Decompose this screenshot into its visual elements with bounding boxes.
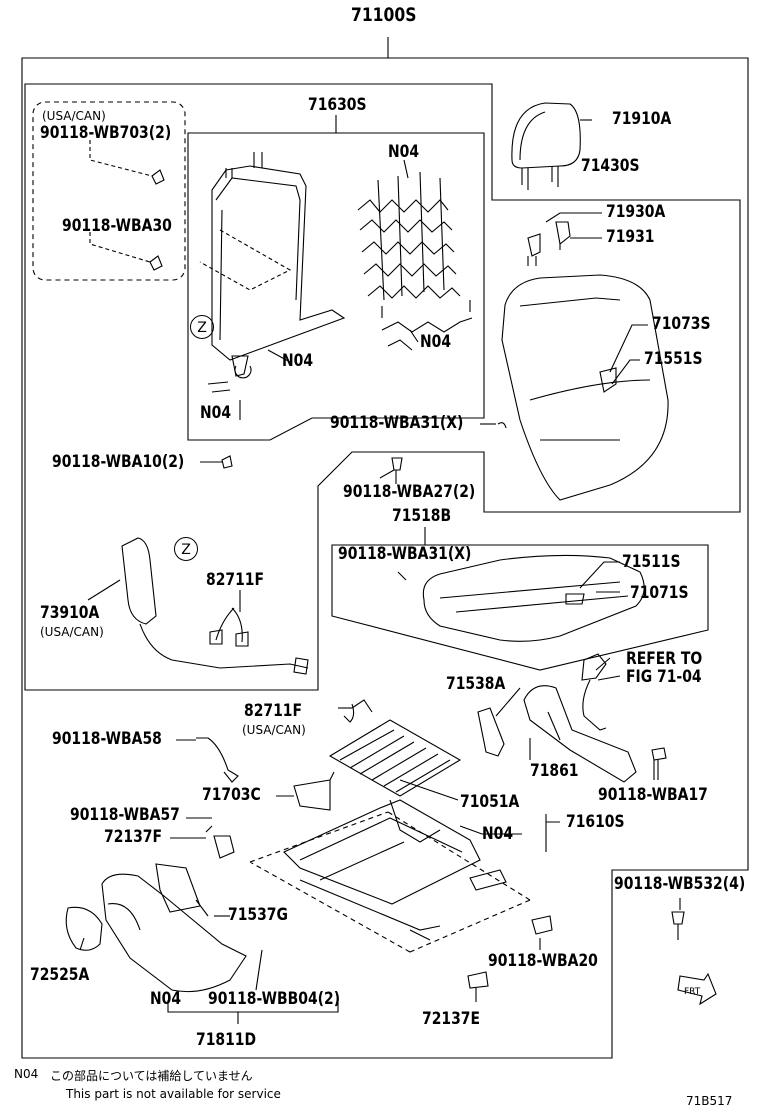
wire-82711f bbox=[343, 703, 355, 723]
note-code: N04 bbox=[14, 1067, 39, 1081]
part-90118-wba27: 90118-WBA27(2) bbox=[343, 482, 476, 502]
part-72525a: 72525A bbox=[30, 965, 90, 985]
n04-label-c: N04 bbox=[420, 332, 452, 352]
base-outline bbox=[249, 811, 531, 953]
part-71538a: 71538A bbox=[446, 674, 506, 694]
usa-can-note-3: (USA/CAN) bbox=[242, 723, 306, 737]
n04-label-d: N04 bbox=[200, 403, 232, 423]
connector-wba58 bbox=[196, 737, 239, 783]
bracket-drawing bbox=[477, 707, 505, 757]
z-marker-2: Z bbox=[174, 537, 198, 561]
part-90118-wba31-a: 90118-WBA31(X) bbox=[330, 413, 464, 433]
note-english: This part is not available for service bbox=[66, 1087, 281, 1101]
main-assembly-label: 71100S bbox=[351, 4, 417, 26]
part-90118-wb532: 90118-WB532(4) bbox=[614, 874, 746, 894]
leader-lines bbox=[79, 119, 681, 1024]
guides-drawing bbox=[527, 221, 571, 266]
part-90118-wba17: 90118-WBA17 bbox=[598, 785, 708, 805]
clip-wba20 bbox=[531, 915, 553, 935]
part-71610s: 71610S bbox=[566, 812, 625, 832]
part-71931: 71931 bbox=[606, 227, 655, 247]
clip-72137e bbox=[467, 971, 489, 989]
diagram-id: 71B517 bbox=[686, 1094, 733, 1108]
n04-label-a: N04 bbox=[388, 142, 420, 162]
bracket-71537g bbox=[155, 863, 201, 913]
seatback-cover-drawing bbox=[501, 274, 669, 501]
clip-drawing-wba31 bbox=[497, 422, 507, 429]
part-90118-wba30: 90118-WBA30 bbox=[62, 216, 172, 236]
part-90118-wbb04: 90118-WBB04(2) bbox=[208, 989, 341, 1009]
clip-72137f bbox=[205, 825, 235, 859]
n04-label-b: N04 bbox=[282, 351, 314, 371]
frame-box bbox=[187, 115, 485, 441]
usa-can-note-1: (USA/CAN) bbox=[42, 109, 106, 123]
usa-can-box bbox=[32, 101, 186, 281]
z-marker-1: Z bbox=[190, 315, 214, 339]
part-90118-wba58: 90118-WBA58 bbox=[52, 729, 162, 749]
buckle-drawing bbox=[581, 653, 607, 731]
part-71551s: 71551S bbox=[644, 349, 703, 369]
part-71051a: 71051A bbox=[460, 792, 520, 812]
part-71518b: 71518B bbox=[392, 506, 452, 526]
part-71073s: 71073S bbox=[652, 314, 711, 334]
bolt-wb532 bbox=[671, 911, 685, 940]
part-82711f-a: 82711F bbox=[206, 570, 265, 590]
seat-cushion-drawing bbox=[422, 554, 645, 642]
cushion-box bbox=[331, 527, 709, 671]
part-90118-wba57: 90118-WBA57 bbox=[70, 805, 180, 825]
part-71811d: 71811D bbox=[196, 1030, 257, 1050]
front-arrow-icon: FRT bbox=[677, 972, 717, 1006]
n04-label-f: N04 bbox=[150, 989, 182, 1009]
knob-72525a bbox=[65, 906, 103, 951]
part-71537g: 71537G bbox=[228, 905, 288, 925]
part-71511s: 71511S bbox=[622, 552, 681, 572]
part-72137e: 72137E bbox=[422, 1009, 481, 1029]
seat-adjuster-drawing bbox=[328, 699, 462, 797]
refer-line-2: FIG 71-04 bbox=[626, 667, 702, 687]
part-71071s: 71071S bbox=[630, 583, 689, 603]
part-73910a: 73910A bbox=[40, 603, 100, 623]
bracket-71703c bbox=[293, 771, 335, 811]
seat-frame-drawing bbox=[283, 799, 507, 941]
svg-text:FRT: FRT bbox=[684, 987, 701, 997]
wire-harness-drawing bbox=[209, 607, 249, 647]
part-90118-wb703: 90118-WB703(2) bbox=[40, 123, 172, 143]
part-72137f: 72137F bbox=[104, 827, 163, 847]
main-assembly-frame bbox=[21, 37, 749, 1059]
part-90118-wba20: 90118-WBA20 bbox=[488, 951, 598, 971]
bolt-drawing-wba27 bbox=[391, 457, 403, 484]
part-71703c: 71703C bbox=[202, 785, 261, 805]
part-71861: 71861 bbox=[530, 761, 579, 781]
usa-can-note-2: (USA/CAN) bbox=[40, 625, 104, 639]
refer-line-1: REFER TO bbox=[626, 649, 703, 669]
side-shield-drawing bbox=[101, 873, 247, 993]
seatback-frame-drawing bbox=[207, 152, 346, 393]
headrest-drawing bbox=[511, 102, 581, 190]
note-japanese: この部品については補給していません bbox=[50, 1069, 253, 1083]
part-90118-wba31-b: 90118-WBA31(X) bbox=[338, 544, 472, 564]
nut-drawing-wba10 bbox=[221, 455, 233, 469]
seatback-region bbox=[24, 83, 741, 691]
nut-drawings bbox=[149, 169, 165, 271]
part-71430s: 71430S bbox=[581, 156, 640, 176]
spring-mat-drawing bbox=[357, 171, 473, 351]
part-71630s: 71630S bbox=[308, 95, 367, 115]
bolt-drawing-wba17 bbox=[651, 747, 667, 780]
airbag-drawing bbox=[121, 537, 309, 675]
part-71910a: 71910A bbox=[612, 109, 672, 129]
part-90118-wba10: 90118-WBA10(2) bbox=[52, 452, 185, 472]
inner-shield-drawing bbox=[523, 685, 637, 783]
n04-label-e: N04 bbox=[482, 824, 514, 844]
part-82711f-b: 82711F bbox=[244, 701, 303, 721]
part-71930a: 71930A bbox=[606, 202, 666, 222]
